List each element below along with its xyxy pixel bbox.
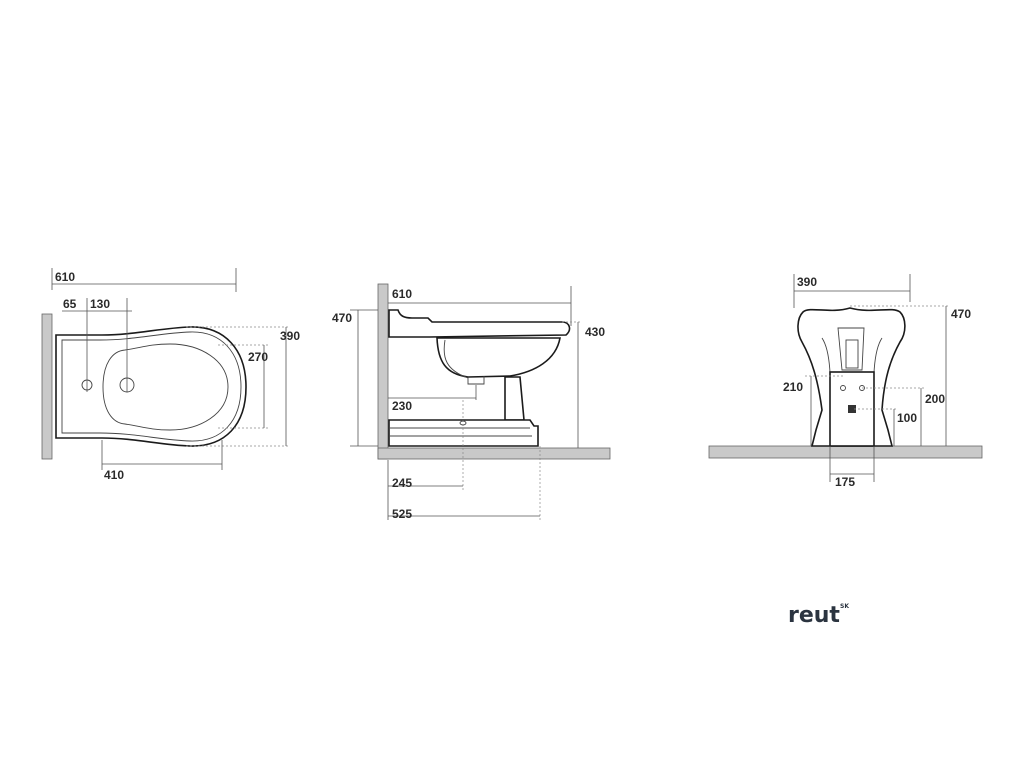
side-view-bowl (436, 337, 561, 378)
top-view-rim-line (61, 331, 242, 442)
front-base-width-label: 175 (835, 475, 855, 489)
side-view-floor (377, 447, 611, 460)
front-view-floor (708, 445, 983, 459)
side-base-length-label: 525 (392, 507, 412, 521)
side-outlet-distance-label: 245 (392, 476, 412, 490)
front-inlet-height-2-label: 200 (925, 392, 945, 406)
side-outlet-height-label: 230 (392, 399, 412, 413)
side-length-label: 610 (392, 287, 412, 301)
brand-suffix: SK (840, 603, 849, 610)
top-view-wall (41, 313, 53, 460)
brand-name: reut (788, 603, 840, 628)
inlet-right (859, 385, 865, 391)
top-hole-spacing-label: 130 (90, 297, 110, 311)
side-rim-height-label: 430 (585, 325, 605, 339)
top-depth-label: 390 (280, 329, 300, 343)
side-view-wall (377, 283, 389, 460)
top-view-outline (55, 326, 247, 447)
side-height-label: 470 (332, 311, 352, 325)
side-view-base (388, 419, 539, 447)
inlet-left (840, 385, 846, 391)
side-view-rim (388, 309, 571, 338)
front-inlet-height-label: 210 (783, 380, 803, 394)
side-view-pedestal (504, 376, 525, 421)
top-hole-offset-label: 65 (63, 297, 77, 311)
side-view: 610 470 430 230 245 525 (332, 283, 611, 521)
top-view-bowl (102, 343, 229, 431)
front-view-trap-inner (845, 339, 859, 369)
drain-outlet (848, 405, 856, 413)
front-drain-height-label: 100 (897, 411, 917, 425)
top-bowl-length-label: 410 (104, 468, 124, 482)
front-width-label: 390 (797, 275, 817, 289)
top-width-label: 610 (55, 270, 75, 284)
front-view-trap (837, 327, 865, 371)
top-view: 610 65 130 390 270 410 (41, 268, 300, 482)
front-height-label: 470 (951, 307, 971, 321)
front-view: 390 470 210 200 100 175 (708, 274, 983, 489)
top-bowl-depth-label: 270 (248, 350, 268, 364)
side-view-trap (443, 339, 485, 385)
brand-logo: reut SK (788, 603, 849, 628)
